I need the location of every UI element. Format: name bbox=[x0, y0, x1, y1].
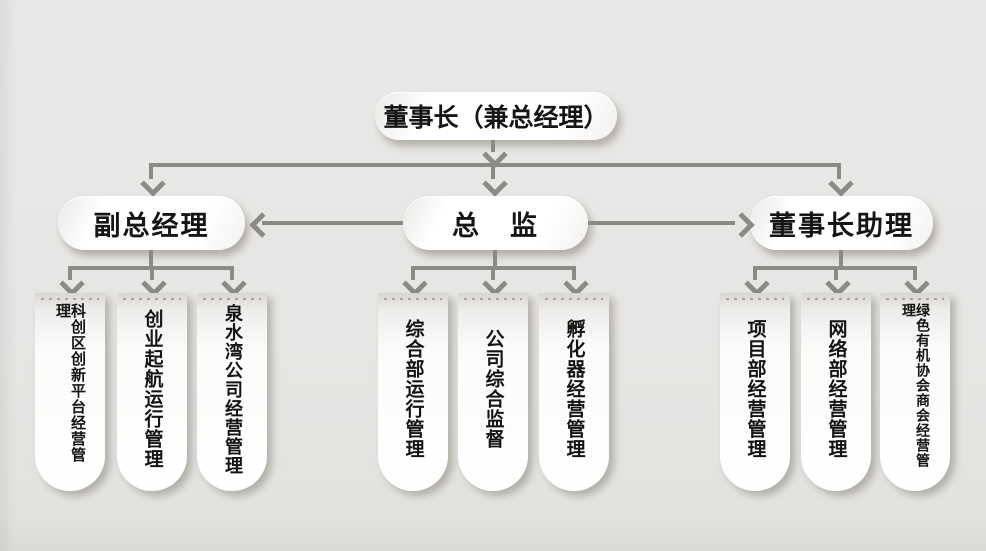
connector-line bbox=[149, 167, 153, 179]
connector-line bbox=[230, 270, 234, 280]
dept-label: 科创区创新平台经营管理 bbox=[54, 303, 87, 463]
perforation-line bbox=[886, 298, 944, 300]
connector-line bbox=[491, 167, 495, 179]
connector-line bbox=[572, 270, 576, 280]
perforation-line bbox=[726, 298, 784, 300]
perforation-line bbox=[464, 298, 522, 300]
connector-line bbox=[411, 266, 576, 270]
node-director-label: 总 监 bbox=[452, 210, 539, 242]
dept-project: 项目部经营管理 bbox=[720, 293, 790, 491]
connector-line bbox=[262, 221, 403, 225]
dept-label: 项目部经营管理 bbox=[744, 319, 767, 459]
dept-general-operations: 综合部运行管理 bbox=[378, 293, 448, 491]
connector-line bbox=[150, 270, 154, 280]
perforation-line bbox=[545, 298, 603, 300]
dept-incubator: 孵化器经营管理 bbox=[539, 293, 609, 491]
dept-label: 孵化器经营管理 bbox=[563, 319, 586, 459]
node-chairman-assistant-label: 董事长助理 bbox=[769, 210, 914, 242]
dept-startup-launch: 创业起航运行管理 bbox=[117, 293, 187, 491]
connector-line bbox=[68, 266, 234, 270]
connector-line bbox=[588, 221, 735, 225]
dept-label: 泉水湾公司经营管理 bbox=[222, 303, 243, 475]
connector-line bbox=[149, 250, 153, 266]
dept-green-organic-association: 绿色有机协会商会经营管理 bbox=[880, 293, 950, 491]
dept-scitech-innovation-platform: 科创区创新平台经营管理 bbox=[35, 293, 105, 491]
dept-label: 创业起航运行管理 bbox=[141, 309, 164, 469]
connector-line bbox=[149, 163, 841, 167]
connector-line bbox=[753, 266, 917, 270]
connector-line bbox=[68, 270, 72, 280]
perforation-line bbox=[384, 298, 442, 300]
dept-label: 公司综合监督 bbox=[482, 329, 505, 449]
node-chairman-assistant: 董事长助理 bbox=[750, 196, 933, 250]
arrow-down-icon bbox=[828, 171, 854, 197]
perforation-line bbox=[203, 298, 261, 300]
connector-line bbox=[839, 250, 843, 266]
arrow-left-icon bbox=[249, 212, 275, 238]
node-chairman: 董事长（兼总经理） bbox=[375, 92, 617, 140]
connector-line bbox=[837, 167, 841, 179]
arrow-down-icon bbox=[140, 171, 166, 197]
connector-line bbox=[493, 250, 497, 266]
dept-label: 综合部运行管理 bbox=[402, 319, 425, 459]
dept-label: 网络部经营管理 bbox=[825, 319, 848, 459]
node-deputy-gm-label: 副总经理 bbox=[93, 210, 210, 242]
dept-quanshuiwan-company: 泉水湾公司经营管理 bbox=[197, 293, 267, 491]
connector-line bbox=[491, 140, 495, 152]
node-chairman-label: 董事长（兼总经理） bbox=[383, 103, 609, 132]
connector-line bbox=[491, 270, 495, 280]
perforation-line bbox=[41, 298, 99, 300]
node-director: 总 监 bbox=[403, 196, 588, 250]
node-deputy-gm: 副总经理 bbox=[58, 196, 245, 250]
perforation-line bbox=[807, 298, 865, 300]
dept-company-supervision: 公司综合监督 bbox=[458, 293, 528, 491]
arrow-down-icon bbox=[482, 171, 508, 197]
connector-line bbox=[753, 270, 757, 280]
dept-label: 绿色有机协会商会经营管理 bbox=[900, 303, 930, 468]
connector-line bbox=[411, 270, 415, 280]
dept-network: 网络部经营管理 bbox=[801, 293, 871, 491]
connector-line bbox=[913, 270, 917, 280]
connector-line bbox=[834, 270, 838, 280]
perforation-line bbox=[123, 298, 181, 300]
